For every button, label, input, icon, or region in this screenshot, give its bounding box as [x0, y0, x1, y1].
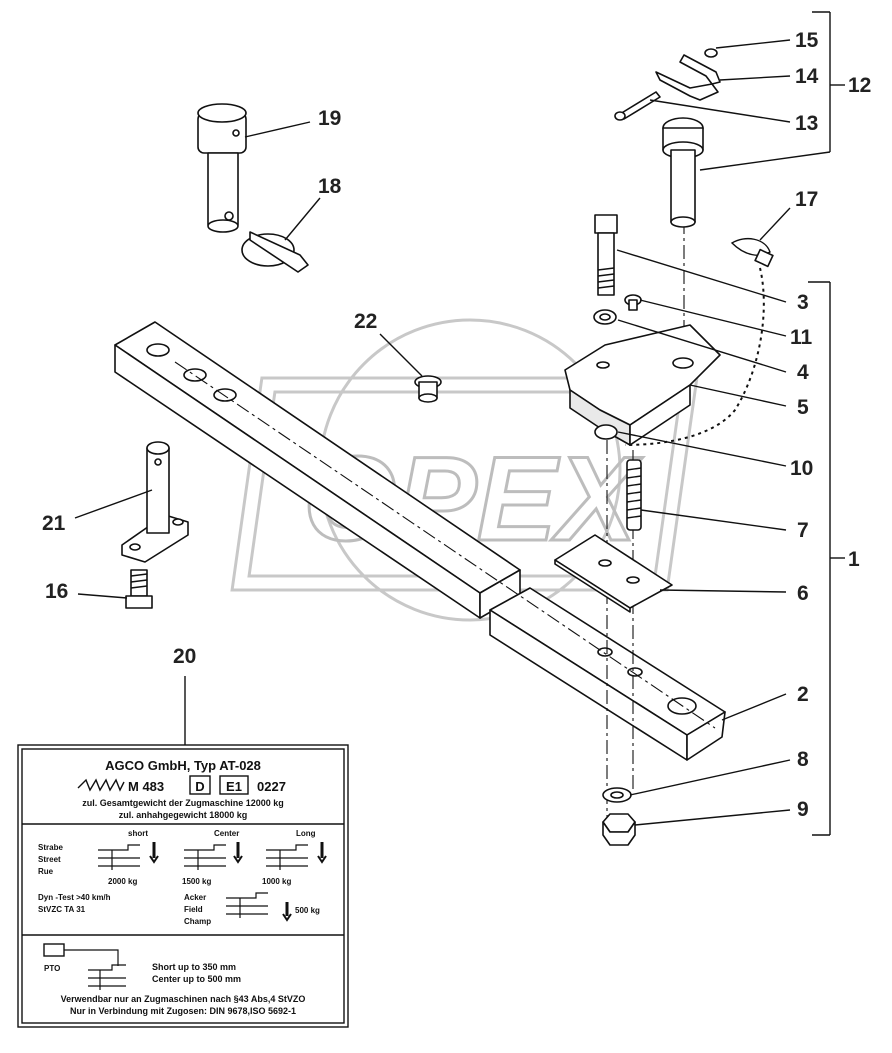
- pos-short: short: [128, 829, 148, 838]
- road-label-2: Street: [38, 855, 61, 864]
- small-screw: [624, 294, 642, 311]
- hitch-icon-long: [266, 842, 327, 870]
- clamp-bracket: [564, 324, 721, 446]
- lock-nut: [602, 813, 636, 846]
- plate-d-box: D: [195, 779, 204, 794]
- flanged-pin: [121, 441, 189, 563]
- dyn-test-1: Dyn -Test >40 km/h: [38, 893, 111, 902]
- callout-7: 7: [797, 519, 809, 542]
- plate-e-box: E1: [226, 779, 242, 794]
- plate-footer-1: Verwendbar nur an Zugmaschinen nach §43 …: [61, 994, 306, 1004]
- spring-clip: [241, 231, 309, 273]
- plate-mark: M 483: [128, 779, 164, 794]
- retainer-nut: [704, 48, 718, 58]
- drawbar-pin: [662, 117, 704, 228]
- plate-line2: zul. anhahgegewicht 18000 kg: [119, 810, 248, 820]
- load-center: 1500 kg: [182, 877, 211, 886]
- flat-washer-nut: [602, 787, 632, 803]
- retainer-clip: [655, 54, 721, 101]
- plate-approval: 0227: [257, 779, 286, 794]
- load-field: 500 kg: [295, 906, 320, 915]
- load-long: 1000 kg: [262, 877, 291, 886]
- field-label-1: Acker: [184, 893, 206, 902]
- field-label-3: Champ: [184, 917, 211, 926]
- plate-line1: zul. Gesamtgewicht der Zugmaschine 12000…: [82, 798, 284, 808]
- hitch-icon-short: [98, 842, 159, 870]
- hex-bolt: [594, 214, 618, 296]
- lock-washer: [594, 424, 618, 440]
- swinging-drawbar-pin: [197, 103, 247, 233]
- plate-footer-2: Nur in Verbindung mit Zugosen: DIN 9678,…: [70, 1006, 296, 1016]
- callout-3: 3: [797, 291, 809, 314]
- callout-22: 22: [354, 310, 377, 333]
- type-plate: AGCO GmbH, Typ AT-028 M 483 D E1 0227 zu…: [17, 744, 349, 1028]
- callout-13: 13: [795, 112, 818, 135]
- callout-8: 8: [797, 748, 809, 771]
- callout-15: 15: [795, 29, 819, 52]
- grease-nipple: [414, 375, 442, 403]
- callout-20: 20: [173, 645, 196, 668]
- callout-9: 9: [797, 798, 809, 821]
- bottom-plate: [554, 534, 673, 613]
- short-up-to: Short up to 350 mm: [152, 962, 236, 972]
- threaded-stud: [626, 459, 642, 531]
- leader-lines: [74, 11, 845, 836]
- callout-19: 19: [318, 107, 341, 130]
- retainer-bolt: [614, 91, 661, 121]
- callout-10: 10: [790, 457, 813, 480]
- road-label-3: Rue: [38, 867, 54, 876]
- callout-12: 12: [848, 74, 871, 97]
- callout-5: 5: [797, 396, 809, 419]
- mounting-bolt: [125, 569, 153, 609]
- callout-6: 6: [797, 582, 809, 605]
- load-short: 2000 kg: [108, 877, 137, 886]
- field-label-2: Field: [184, 905, 203, 914]
- callout-16: 16: [45, 580, 68, 603]
- center-up-to: Center up to 500 mm: [152, 974, 241, 984]
- callout-1: 1: [848, 548, 860, 571]
- washer-hole: [599, 313, 611, 321]
- callout-numbers: 15 14 12 13 17 3 11 4 5 10 7 1 6 2 8 9 1…: [42, 29, 871, 821]
- callout-14: 14: [795, 65, 819, 88]
- callout-18: 18: [318, 175, 342, 198]
- callout-4: 4: [797, 361, 809, 384]
- hitch-icon-field: [226, 892, 292, 922]
- pos-center: Center: [214, 829, 239, 838]
- pos-long: Long: [296, 829, 316, 838]
- drawbar-front-section: [114, 321, 521, 619]
- linch-pin-chain: [624, 237, 774, 446]
- pto-label: PTO: [44, 964, 60, 973]
- drawbar-centerline: [174, 361, 716, 729]
- callout-11: 11: [790, 326, 813, 349]
- callout-2: 2: [797, 683, 809, 706]
- hitch-icon-center: [184, 842, 243, 870]
- callout-21: 21: [42, 512, 66, 535]
- callout-17: 17: [795, 188, 818, 211]
- plate-title: AGCO GmbH, Typ AT-028: [105, 758, 261, 773]
- pto-hitch-icon: [64, 949, 126, 990]
- dyn-test-2: StVZC TA 31: [38, 905, 86, 914]
- wave-symbol: [77, 778, 125, 792]
- road-label-1: Strabe: [38, 843, 63, 852]
